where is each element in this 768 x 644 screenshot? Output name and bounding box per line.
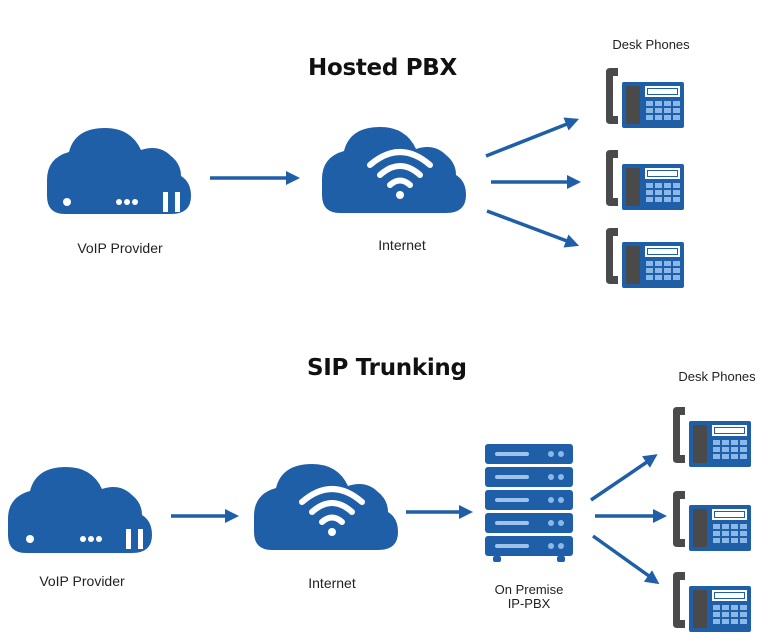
sip-pbx-label-line2: IP-PBX (507, 596, 551, 611)
hosted-arrow-top-icon (485, 112, 582, 158)
sip-server-rack-icon (485, 444, 573, 562)
sip-desk-phone-3-icon (673, 572, 751, 632)
hosted-internet-cloud-icon (322, 127, 466, 213)
hosted-desk-phones-label: Desk Phones (612, 37, 690, 52)
sip-arrow-1-icon (171, 509, 239, 523)
sip-arrow-2-icon (406, 505, 473, 519)
sip-internet-label: Internet (308, 575, 356, 591)
hosted-pbx-title: Hosted PBX (308, 55, 457, 81)
sip-pbx-label-line1: On Premise (494, 582, 564, 597)
sip-desk-phone-1-icon (673, 407, 751, 467)
sip-desk-phones-label: Desk Phones (678, 369, 756, 384)
hosted-desk-phone-2-icon (606, 150, 684, 210)
hosted-arrow-middle-icon (491, 175, 581, 189)
hosted-arrow-1-icon (210, 171, 300, 185)
hosted-desk-phone-1-icon (606, 68, 684, 128)
sip-provider-cloud-icon (8, 467, 152, 553)
hosted-desk-phone-3-icon (606, 228, 684, 288)
sip-arrow-middle-icon (595, 509, 667, 523)
hosted-provider-cloud-icon (47, 128, 191, 214)
hosted-voip-provider-label: VoIP Provider (77, 240, 163, 256)
sip-arrow-bottom-icon (591, 534, 664, 590)
hosted-internet-label: Internet (378, 237, 426, 253)
sip-arrow-top-icon (590, 448, 662, 502)
sip-desk-phone-2-icon (673, 491, 751, 551)
sip-trunking-title: SIP Trunking (307, 355, 467, 381)
hosted-arrow-bottom-icon (486, 209, 582, 253)
sip-internet-cloud-icon (254, 464, 398, 550)
sip-pbx-label: On Premise IP-PBX (469, 583, 589, 611)
sip-voip-provider-label: VoIP Provider (39, 573, 125, 589)
